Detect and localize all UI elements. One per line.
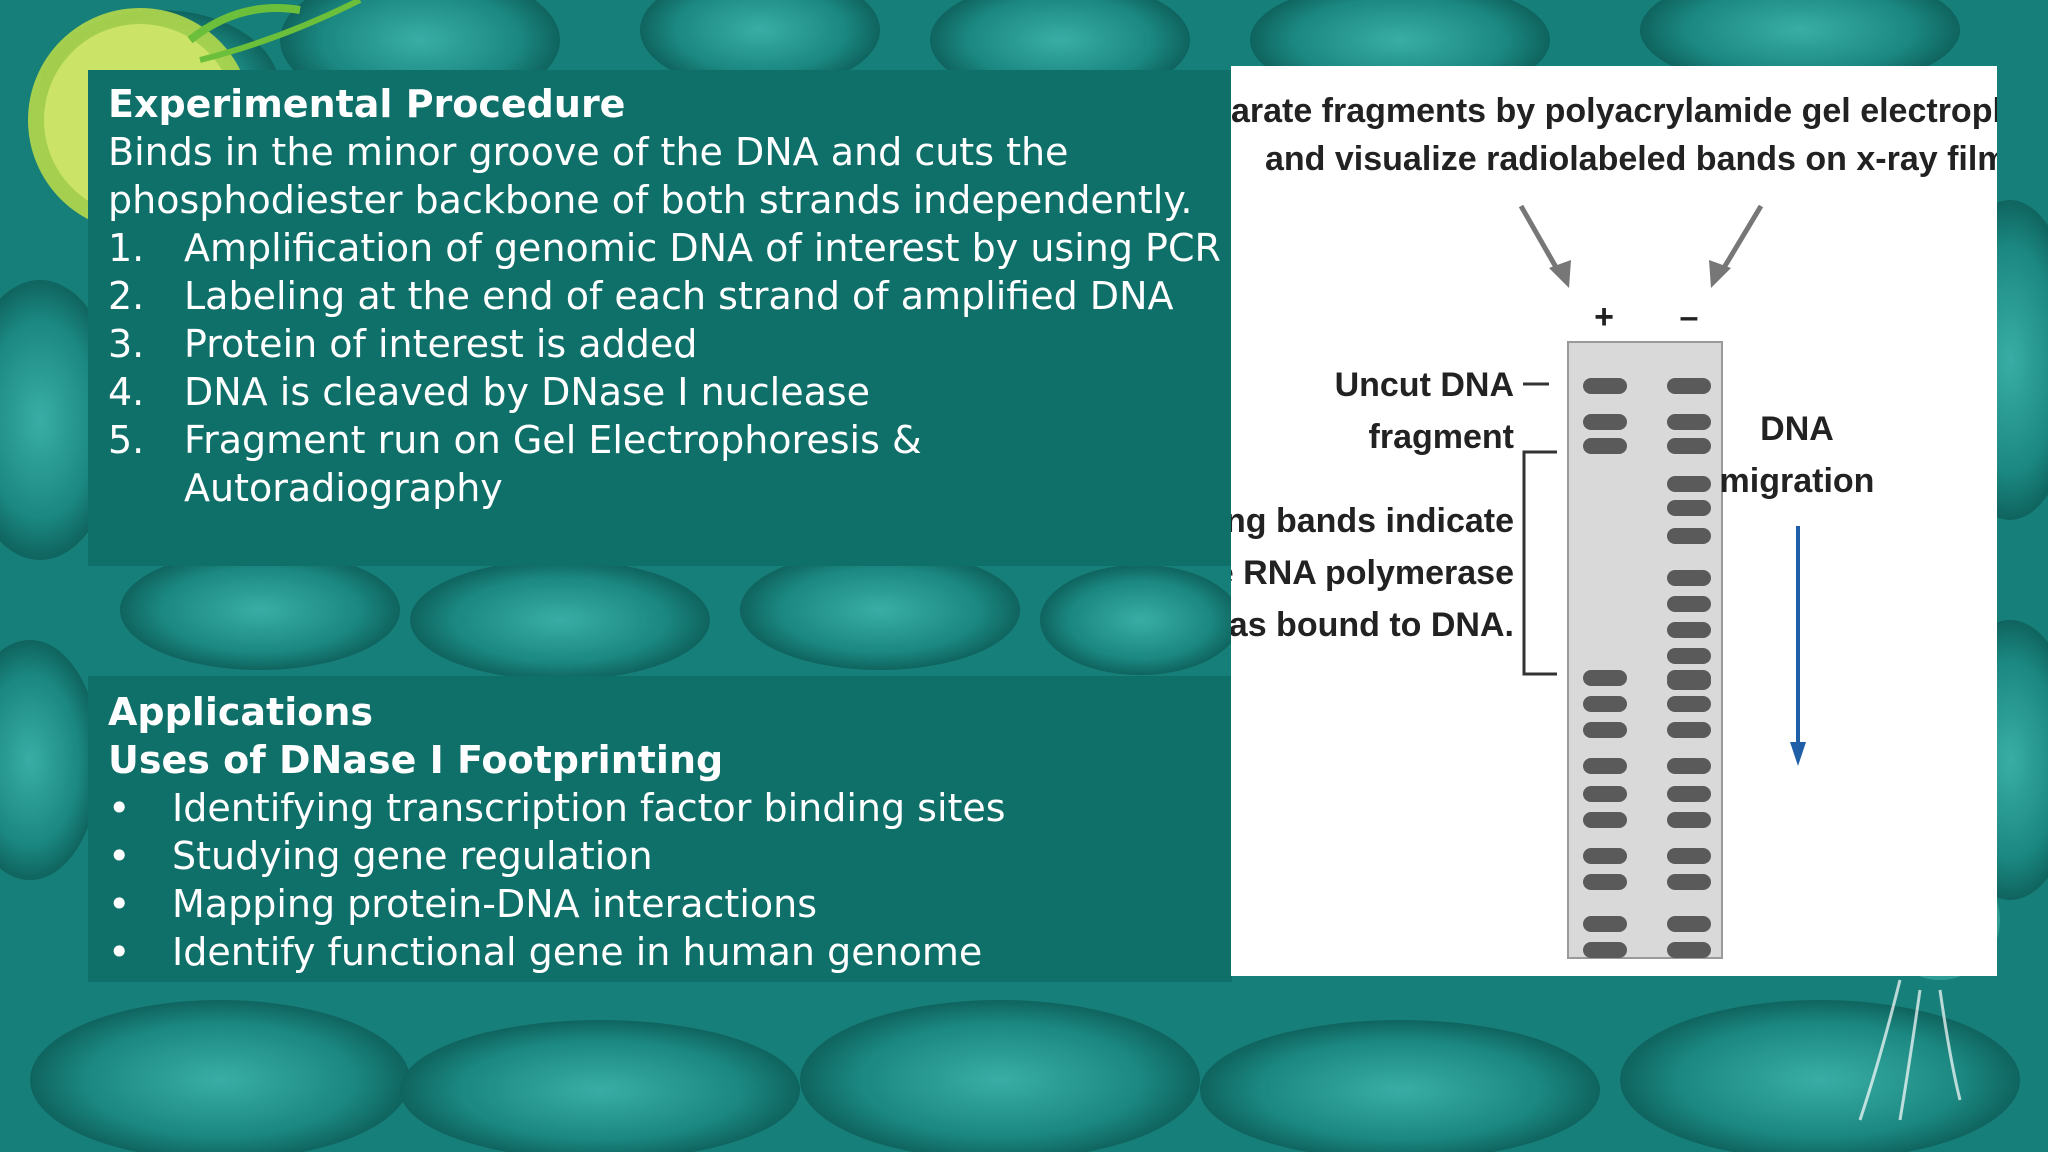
bullet-icon: • bbox=[108, 882, 131, 926]
gel-band bbox=[1583, 414, 1627, 430]
procedure-panel: Experimental Procedure Binds in the mino… bbox=[88, 70, 1232, 566]
gel-band bbox=[1667, 570, 1711, 586]
missing-bands-bracket bbox=[1522, 450, 1557, 676]
uncut-label-line1: Uncut DNA bbox=[1335, 366, 1514, 404]
right-pointer-arrow bbox=[1716, 204, 1764, 278]
gel-band bbox=[1583, 378, 1627, 394]
step-text: DNA is cleaved by DNase I nuclease bbox=[184, 370, 871, 414]
left-arrowhead-icon bbox=[1549, 260, 1571, 288]
uncut-label-line2: fragment bbox=[1369, 418, 1514, 456]
gel-band bbox=[1667, 528, 1711, 544]
lane-minus-bands bbox=[1667, 378, 1711, 958]
gel-band bbox=[1667, 414, 1711, 430]
figure-title-line2: and visualize radiolabeled bands on x-ra… bbox=[1265, 140, 1997, 178]
pointer-arrows bbox=[1518, 204, 1764, 288]
procedure-step: 1. Amplification of genomic DNA of inter… bbox=[108, 224, 1232, 272]
applications-list: • Identifying transcription factor bindi… bbox=[108, 784, 1232, 976]
gel-electrophoresis-figure: Separate fragments by polyacrylamide gel… bbox=[1231, 66, 1997, 976]
gel-band bbox=[1667, 874, 1711, 890]
bullet-icon: • bbox=[108, 834, 131, 878]
step-text: Protein of interest is added bbox=[184, 322, 698, 366]
missing-label-line2: where RNA polymerase bbox=[1231, 554, 1514, 592]
gel-band bbox=[1667, 916, 1711, 932]
gel-band bbox=[1667, 500, 1711, 516]
lane-plus-bands bbox=[1583, 378, 1627, 958]
right-arrowhead-icon bbox=[1709, 260, 1731, 288]
procedure-heading: Experimental Procedure bbox=[108, 82, 626, 126]
gel-band bbox=[1583, 942, 1627, 958]
gel-band bbox=[1583, 670, 1627, 686]
gel-band bbox=[1583, 874, 1627, 890]
figure-title-line1: Separate fragments by polyacrylamide gel… bbox=[1231, 92, 1997, 130]
application-item: • Mapping protein-DNA interactions bbox=[108, 880, 1232, 928]
gel-band bbox=[1583, 848, 1627, 864]
gel-band bbox=[1583, 812, 1627, 828]
gel-band bbox=[1667, 438, 1711, 454]
gel-band bbox=[1667, 696, 1711, 712]
gel-band bbox=[1667, 622, 1711, 638]
gel-band bbox=[1667, 476, 1711, 492]
step-number: 2. bbox=[108, 274, 145, 318]
migration-arrowhead-icon bbox=[1790, 742, 1806, 766]
procedure-step: 3. Protein of interest is added bbox=[108, 320, 1232, 368]
gel-band bbox=[1667, 596, 1711, 612]
applications-panel: Applications Uses of DNase I Footprintin… bbox=[88, 676, 1232, 982]
step-text: Amplification of genomic DNA of interest… bbox=[184, 226, 1221, 270]
bullet-icon: • bbox=[108, 786, 131, 830]
lane-minus-label: – bbox=[1680, 298, 1699, 336]
bullet-icon: • bbox=[108, 930, 131, 974]
application-item: • Studying gene regulation bbox=[108, 832, 1232, 880]
gel-band bbox=[1667, 786, 1711, 802]
missing-label-line3: was bound to DNA. bbox=[1231, 606, 1514, 644]
missing-label-line1: Missing bands indicate bbox=[1231, 502, 1514, 540]
application-text: Identifying transcription factor binding… bbox=[172, 786, 1006, 830]
step-number: 4. bbox=[108, 370, 145, 414]
gel-band bbox=[1667, 378, 1711, 394]
applications-heading: Applications bbox=[108, 690, 373, 734]
application-item: • Identifying transcription factor bindi… bbox=[108, 784, 1232, 832]
migration-label-line1: DNA bbox=[1760, 410, 1834, 448]
application-text: Identify functional gene in human genome bbox=[172, 930, 983, 974]
step-text: Fragment run on Gel Electrophoresis & Au… bbox=[184, 418, 922, 510]
gel-band bbox=[1583, 786, 1627, 802]
gel-band bbox=[1667, 812, 1711, 828]
gel-band bbox=[1583, 696, 1627, 712]
gel-band bbox=[1667, 848, 1711, 864]
step-number: 3. bbox=[108, 322, 145, 366]
gel-band bbox=[1583, 722, 1627, 738]
applications-subheading: Uses of DNase I Footprinting bbox=[108, 738, 724, 782]
step-text: Labeling at the end of each strand of am… bbox=[184, 274, 1174, 318]
gel-band bbox=[1667, 758, 1711, 774]
left-pointer-arrow bbox=[1518, 204, 1564, 278]
gel-diagram: Separate fragments by polyacrylamide gel… bbox=[1231, 92, 1997, 959]
gel-band bbox=[1583, 916, 1627, 932]
gel-band bbox=[1667, 648, 1711, 664]
procedure-step: 4. DNA is cleaved by DNase I nuclease bbox=[108, 368, 1232, 416]
application-item: • Identify functional gene in human geno… bbox=[108, 928, 1232, 976]
procedure-intro: Binds in the minor groove of the DNA and… bbox=[108, 130, 1193, 222]
migration-label-line2: migration bbox=[1720, 462, 1875, 500]
gel-band bbox=[1583, 438, 1627, 454]
gel-band bbox=[1667, 942, 1711, 958]
step-number: 1. bbox=[108, 226, 145, 270]
gel-band bbox=[1583, 758, 1627, 774]
application-text: Studying gene regulation bbox=[172, 834, 653, 878]
application-text: Mapping protein-DNA interactions bbox=[172, 882, 818, 926]
procedure-step: 2. Labeling at the end of each strand of… bbox=[108, 272, 1232, 320]
gel-band bbox=[1667, 670, 1711, 686]
procedure-step: 5. Fragment run on Gel Electrophoresis &… bbox=[108, 416, 1232, 512]
step-number: 5. bbox=[108, 418, 145, 462]
lane-plus-label: + bbox=[1594, 298, 1614, 336]
gel-band bbox=[1667, 722, 1711, 738]
procedure-steps-list: 1. Amplification of genomic DNA of inter… bbox=[108, 224, 1232, 512]
